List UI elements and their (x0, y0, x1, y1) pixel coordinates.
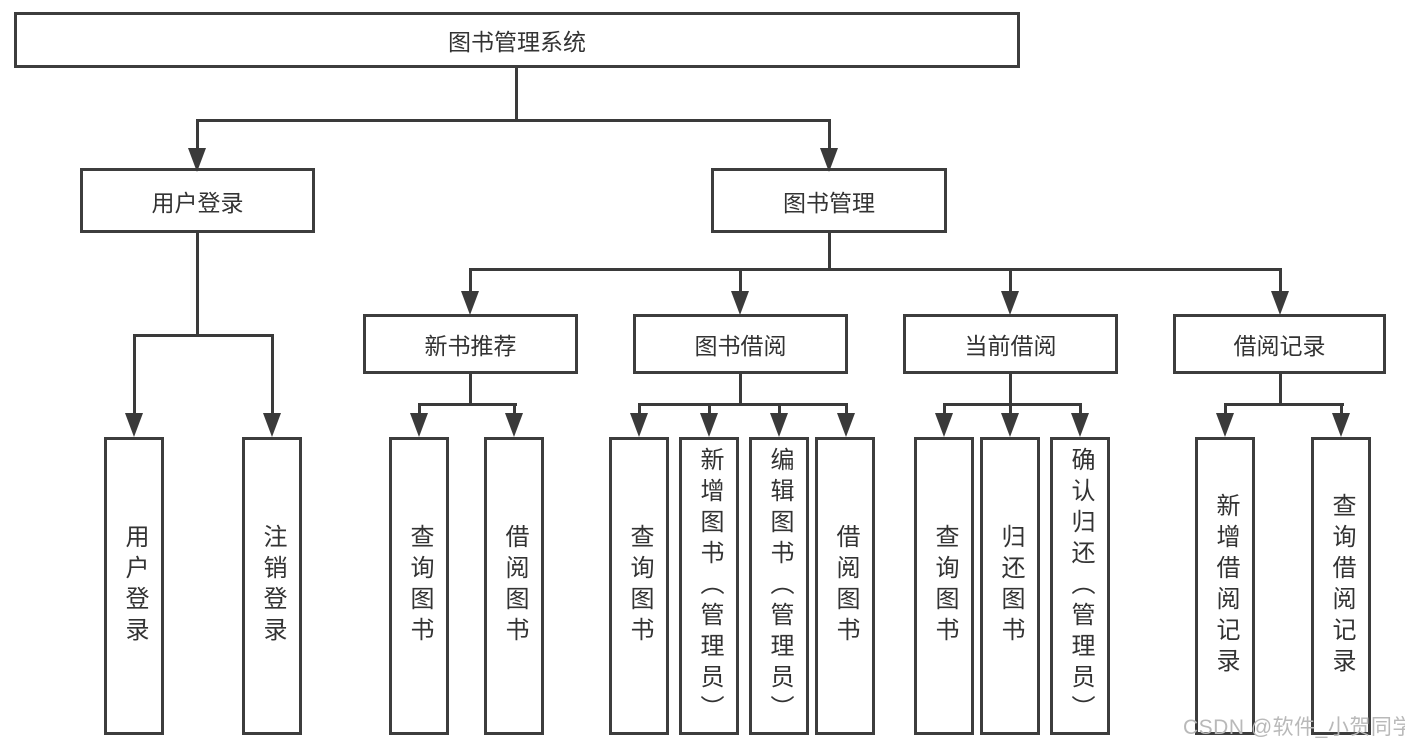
node-label: 当前借阅 (964, 333, 1057, 359)
connector-borrowing-stem (739, 374, 742, 406)
leaf-user-login: 用户登录 (104, 437, 164, 735)
leaf-add-books-admin: 新增图书（管理员） (679, 437, 739, 735)
connector-drop-leaf (943, 403, 946, 413)
connector-drop-level3 (1009, 268, 1012, 291)
leaf-query-books-current: 查询图书 (914, 437, 974, 735)
connector-records-stem (1279, 374, 1282, 406)
node-label: 编辑图书（管理员） (766, 446, 793, 726)
connector-root-rail (196, 119, 830, 122)
leaf-confirm-return-admin: 确认归还（管理员） (1050, 437, 1110, 735)
leaf-query-books-borrowing: 查询图书 (609, 437, 669, 735)
arrowhead-down-icon (410, 413, 428, 437)
connector-drop-book-management (828, 119, 831, 148)
node-borrowing-records: 借阅记录 (1173, 314, 1386, 374)
arrowhead-down-icon (630, 413, 648, 437)
arrowhead-down-icon (935, 413, 953, 437)
connector-records-rail (1224, 403, 1344, 406)
arrowhead-down-icon (1332, 413, 1350, 437)
connector-book-management-stem (828, 233, 831, 271)
connector-book-management-rail (469, 268, 1282, 271)
arrowhead-down-icon (1216, 413, 1234, 437)
leaf-borrow-books-borrowing: 借阅图书 (815, 437, 875, 735)
connector-user-login-stem (196, 233, 199, 337)
connector-drop-leaf (638, 403, 641, 413)
arrowhead-down-icon (1071, 413, 1089, 437)
arrowhead-down-icon (837, 413, 855, 437)
node-label: 新书推荐 (424, 333, 517, 359)
node-current-borrowing: 当前借阅 (903, 314, 1118, 374)
node-label: 图书管理系统 (448, 29, 586, 55)
connector-drop-leaf (513, 403, 516, 413)
node-label: 归还图书 (997, 524, 1024, 648)
arrowhead-down-icon (1271, 291, 1289, 315)
connector-drop-leaf (778, 403, 781, 413)
node-label: 查询图书 (406, 524, 433, 648)
node-label: 查询图书 (626, 524, 653, 648)
node-label: 图书管理 (783, 189, 875, 216)
leaf-logout: 注销登录 (242, 437, 302, 735)
connector-borrowing-rail (638, 403, 848, 406)
connector-drop-user-login (196, 119, 199, 148)
connector-drop-level3 (1279, 268, 1282, 291)
arrowhead-down-icon (188, 148, 206, 172)
node-label: 查询借阅记录 (1328, 493, 1355, 679)
leaf-add-borrow-record: 新增借阅记录 (1195, 437, 1255, 735)
leaf-return-books: 归还图书 (980, 437, 1040, 735)
connector-drop-leaf (708, 403, 711, 413)
connector-drop-level3 (469, 268, 472, 291)
connector-drop-leaf (1009, 403, 1012, 413)
connector-recommend-rail (418, 403, 517, 406)
leaf-edit-books-admin: 编辑图书（管理员） (749, 437, 809, 735)
arrowhead-down-icon (505, 413, 523, 437)
connector-drop-leaf (1224, 403, 1227, 413)
connector-drop-leaf (1340, 403, 1343, 413)
node-user-login: 用户登录 (80, 168, 315, 233)
node-label: 确认归还（管理员） (1067, 446, 1094, 726)
node-label: 查询图书 (931, 524, 958, 648)
arrowhead-down-icon (820, 148, 838, 172)
connector-drop-level3 (739, 268, 742, 291)
arrowhead-down-icon (263, 413, 281, 437)
node-book-management: 图书管理 (711, 168, 947, 233)
connector-current-rail (943, 403, 1082, 406)
connector-current-stem (1009, 374, 1012, 406)
node-library-management-system: 图书管理系统 (14, 12, 1020, 68)
watermark: CSDN @软件_小贺同学 (1183, 716, 1405, 739)
arrowhead-down-icon (1001, 291, 1019, 315)
arrowhead-down-icon (770, 413, 788, 437)
connector-drop-leaf (1079, 403, 1082, 413)
connector-drop-leaf (271, 334, 274, 413)
node-label: 新增借阅记录 (1212, 493, 1239, 679)
node-label: 借阅记录 (1233, 333, 1326, 359)
node-label: 图书借阅 (694, 333, 787, 359)
arrowhead-down-icon (1001, 413, 1019, 437)
connector-user-login-rail (133, 334, 274, 337)
node-label: 借阅图书 (832, 524, 859, 648)
node-book-borrowing: 图书借阅 (633, 314, 848, 374)
connector-recommend-stem (469, 374, 472, 406)
node-new-book-recommendation: 新书推荐 (363, 314, 578, 374)
arrowhead-down-icon (461, 291, 479, 315)
connector-drop-leaf (133, 334, 136, 413)
arrowhead-down-icon (731, 291, 749, 315)
leaf-query-borrow-record: 查询借阅记录 (1311, 437, 1371, 735)
node-label: 用户登录 (151, 189, 244, 216)
leaf-query-books-recommend: 查询图书 (389, 437, 449, 735)
leaf-borrow-books-recommend: 借阅图书 (484, 437, 544, 735)
node-label: 用户登录 (121, 524, 148, 648)
node-label: 新增图书（管理员） (696, 446, 723, 726)
connector-drop-leaf (418, 403, 421, 413)
connector-drop-leaf (845, 403, 848, 413)
arrowhead-down-icon (700, 413, 718, 437)
node-label: 借阅图书 (501, 524, 528, 648)
connector-root-stem (515, 68, 518, 120)
arrowhead-down-icon (125, 413, 143, 437)
node-label: 注销登录 (259, 524, 286, 648)
